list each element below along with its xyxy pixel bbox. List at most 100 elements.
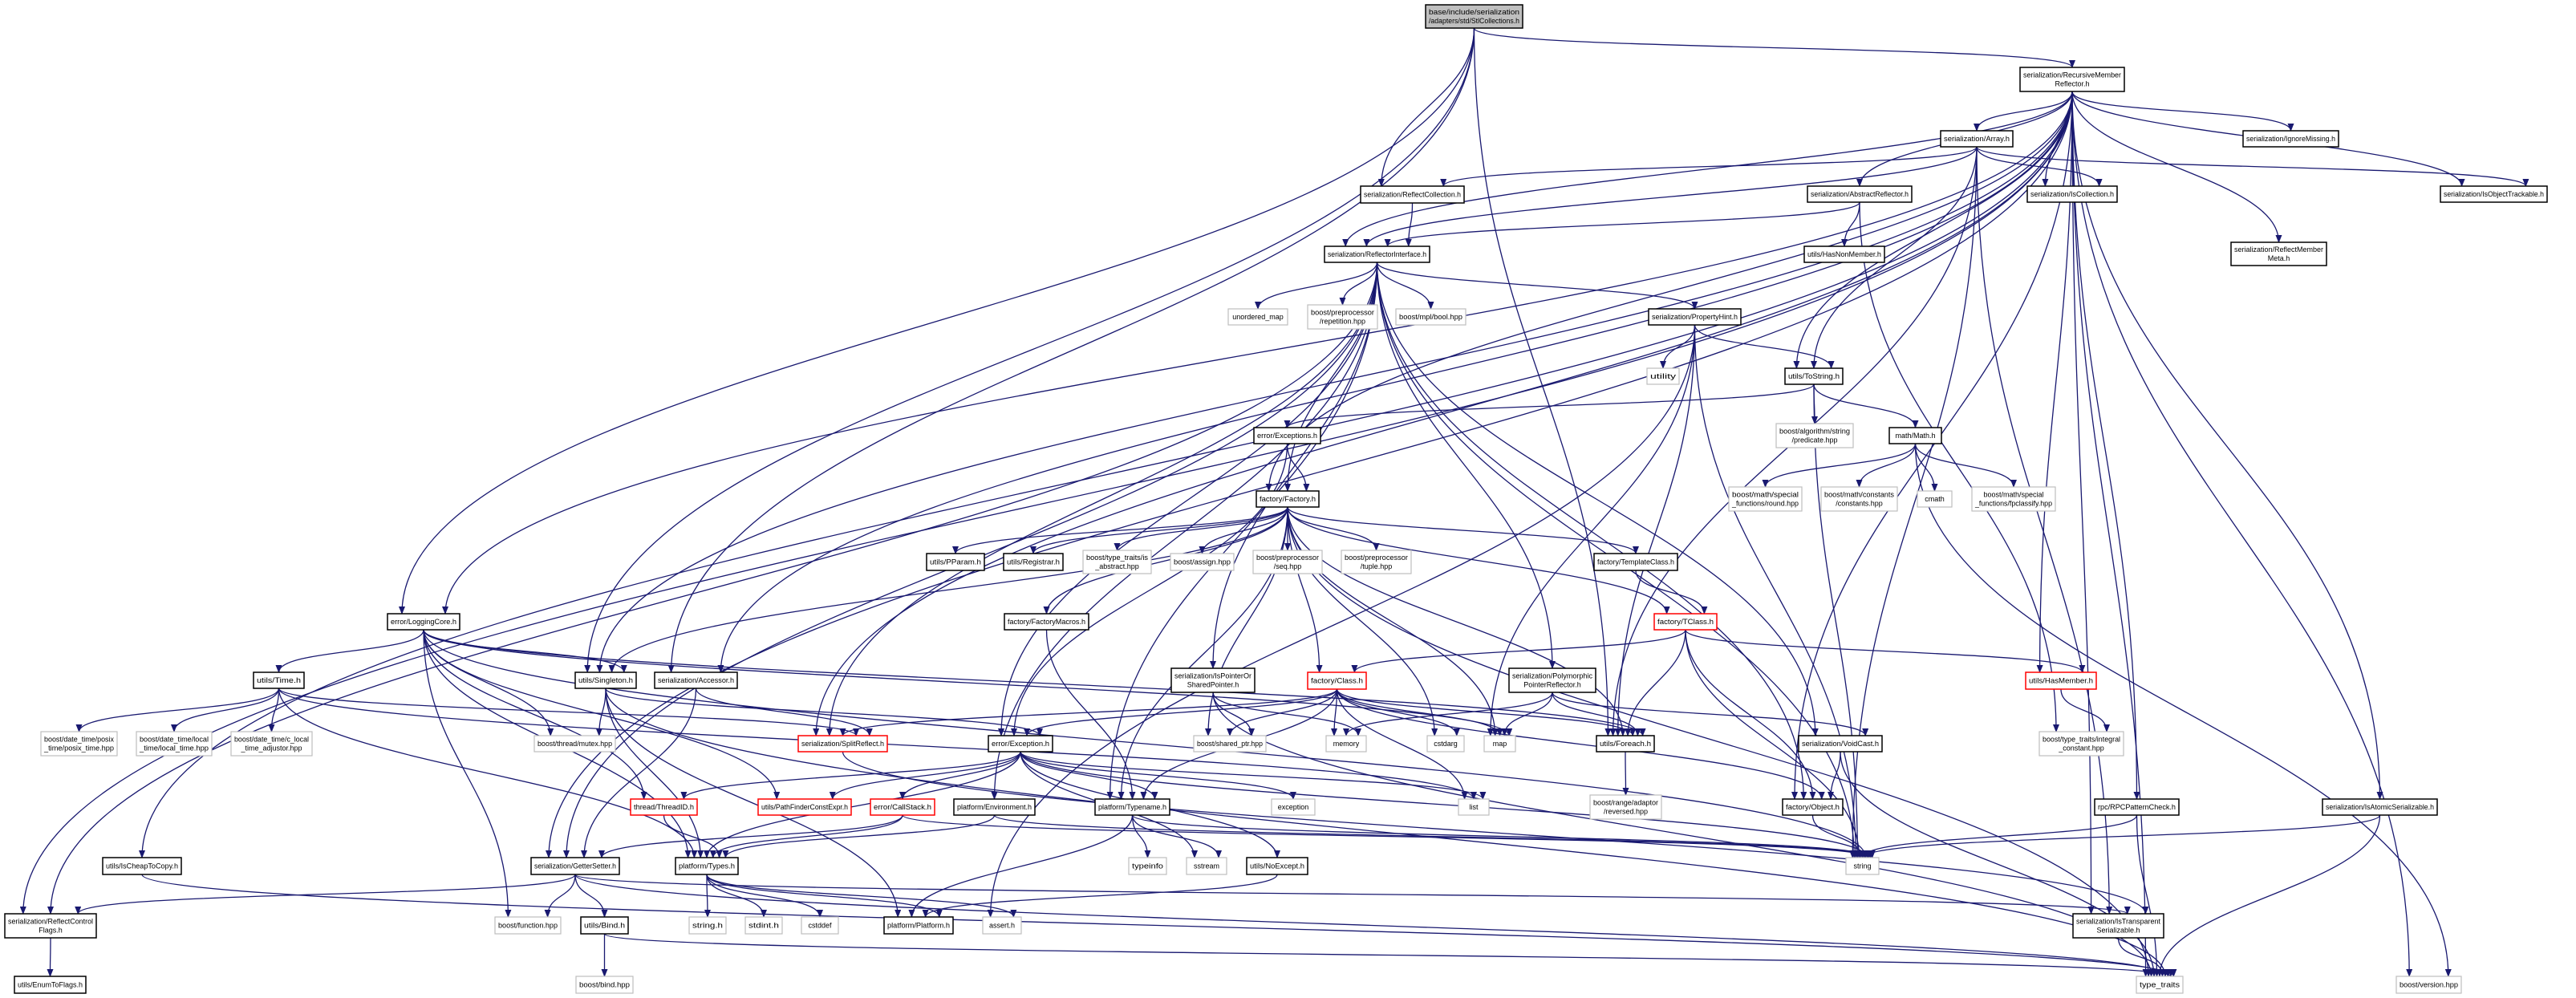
node-label: platform/Types.h [679, 862, 735, 870]
node-umap: unordered_map [1227, 308, 1288, 326]
node-typename[interactable]: platform/Typename.h [1094, 798, 1170, 816]
edge-time-to-clocal [268, 688, 280, 732]
node-cheap[interactable]: utils/IsCheapToCopy.h [102, 857, 182, 875]
node-iscoll[interactable]: serialization/IsCollection.h [2026, 185, 2118, 203]
node-box [533, 735, 616, 753]
node-box [1426, 735, 1465, 753]
edge-voidcast-to-typetraits [1840, 751, 2158, 977]
node-rcoll[interactable]: serialization/ReflectCollection.h [1360, 185, 1465, 204]
node-split[interactable]: serialization/SplitReflect.h [797, 735, 888, 753]
node-factory[interactable]: factory/Factory.h [1256, 490, 1320, 508]
node-hasmember[interactable]: utils/HasMember.h [2025, 671, 2097, 690]
node-label: boost/math/special [1732, 491, 1799, 499]
node-label: list [1470, 803, 1479, 811]
edge-rmr-to-accessor [717, 91, 2073, 673]
node-box [1888, 427, 1942, 444]
node-box [988, 735, 1053, 753]
node-logcore[interactable]: error/LoggingCore.h [387, 613, 460, 631]
node-getset[interactable]: serialization/GetterSetter.h [530, 857, 620, 875]
node-transparent[interactable]: serialization/IsTransparentSerializable.… [2072, 913, 2164, 939]
node-errexc[interactable]: error/Exceptions.h [1253, 427, 1321, 444]
node-label: utils/PathFinderConstExpr.h [761, 803, 848, 811]
node-assert: assert.h [982, 916, 1022, 935]
node-box [1256, 490, 1320, 508]
node-noexcept[interactable]: utils/NoExcept.h [1246, 857, 1308, 875]
node-array[interactable]: serialization/Array.h [1940, 130, 2014, 148]
node-label: error/Exceptions.h [1257, 432, 1317, 440]
node-class[interactable]: factory/Class.h [1307, 671, 1367, 690]
node-bind[interactable]: utils/Bind.h [580, 916, 629, 935]
node-label: boost/preprocessor [1345, 554, 1408, 562]
node-label: utils/IsCheapToCopy.h [106, 862, 178, 870]
node-tostring[interactable]: utils/ToString.h [1784, 367, 1844, 385]
edge-rif-to-phint [1376, 262, 1698, 310]
node-label: SharedPointer.h [1187, 681, 1239, 689]
node-poly[interactable]: serialization/PolymorphicPointerReflecto… [1508, 667, 1596, 693]
node-rif[interactable]: serialization/ReflectorInterface.h [1324, 245, 1430, 263]
node-label: serialization/ReflectMember [2234, 245, 2323, 254]
node-foreach[interactable]: utils/Foreach.h [1596, 735, 1655, 753]
node-fmacros[interactable]: factory/FactoryMacros.h [1004, 613, 1089, 631]
node-phint[interactable]: serialization/PropertyHint.h [1648, 308, 1742, 326]
node-istrack[interactable]: serialization/IsObjectTrackable.h [2440, 185, 2548, 203]
node-rpc[interactable]: rpc/RPCPatternCheck.h [2094, 798, 2180, 816]
node-label: boost/date_time/posix [44, 736, 114, 744]
node-box [1246, 857, 1308, 875]
node-tclass[interactable]: factory/TClass.h [1653, 613, 1718, 631]
node-label: factory/TClass.h [1657, 618, 1714, 626]
node-types[interactable]: platform/Types.h [675, 857, 739, 875]
node-time[interactable]: utils/Time.h [253, 671, 305, 689]
edge-class-to-cstdarg [1336, 688, 1460, 736]
node-label: _time_adjustor.hpp [240, 744, 302, 753]
node-box [230, 731, 313, 757]
node-box [1508, 667, 1596, 693]
node-box [744, 916, 783, 935]
node-box [1653, 613, 1718, 631]
node-platform[interactable]: platform/Platform.h [883, 916, 954, 935]
node-mutex: boost/thread/mutex.hpp [533, 735, 616, 753]
node-pparam[interactable]: utils/PParam.h [926, 553, 985, 571]
node-label: factory/FactoryMacros.h [1008, 618, 1085, 626]
edge-root-to-rmr [1473, 27, 2075, 68]
node-env[interactable]: platform/Environment.h [953, 798, 1036, 816]
node-hasnon[interactable]: utils/HasNonMember.h [1803, 245, 1885, 263]
edge-env-to-string [993, 814, 1874, 858]
edge-foreach-to-reversed [1622, 751, 1629, 796]
node-tmplclass[interactable]: factory/TemplateClass.h [1593, 553, 1678, 571]
node-box [387, 613, 460, 631]
node-callstack[interactable]: error/CallStack.h [870, 798, 935, 816]
node-pathfinder[interactable]: utils/PathFinderConstExpr.h [757, 798, 852, 816]
edge-factory-to-class [1287, 506, 1323, 673]
edge-exception_h-to-string [1020, 751, 1871, 858]
node-registrar[interactable]: utils/Registrar.h [1003, 553, 1064, 571]
edge-array-to-rif [1363, 146, 1978, 247]
edge-phint-to-string [1694, 324, 1860, 858]
node-exception_h[interactable]: error/Exception.h [988, 735, 1053, 753]
node-root[interactable]: base/include/serialization/adapters/std/… [1425, 4, 1523, 29]
edge-exception_h-to-types [704, 751, 1021, 858]
node-mplbool: boost/mpl/bool.hpp [1395, 308, 1466, 326]
node-box [1186, 857, 1227, 875]
node-label: boost/range/adaptor [1593, 799, 1658, 807]
node-enumflags[interactable]: utils/EnumToFlags.h [14, 976, 87, 994]
node-label: boost/preprocessor [1311, 309, 1374, 317]
node-atomic[interactable]: serialization/IsAtomicSerializable.h [2322, 798, 2438, 816]
edge-rcoll-to-rif [1405, 202, 1414, 247]
node-box [1593, 553, 1678, 571]
node-label: typeinfo [1132, 862, 1163, 870]
node-voidcast[interactable]: serialization/VoidCast.h [1798, 735, 1883, 753]
node-box [530, 857, 620, 875]
edge-logcore-to-threadid [423, 629, 647, 800]
node-ignore[interactable]: serialization/IgnoreMissing.h [2242, 130, 2339, 148]
node-abstract[interactable]: serialization/AbstractReflector.h [1807, 185, 1913, 203]
node-box [2094, 798, 2180, 816]
node-singleton[interactable]: utils/Singleton.h [574, 671, 637, 689]
node-accessor[interactable]: serialization/Accessor.h [654, 671, 738, 689]
node-threadid[interactable]: thread/ThreadID.h [630, 798, 698, 816]
node-object[interactable]: factory/Object.h [1782, 798, 1844, 816]
node-math[interactable]: math/Math.h [1888, 427, 1942, 444]
